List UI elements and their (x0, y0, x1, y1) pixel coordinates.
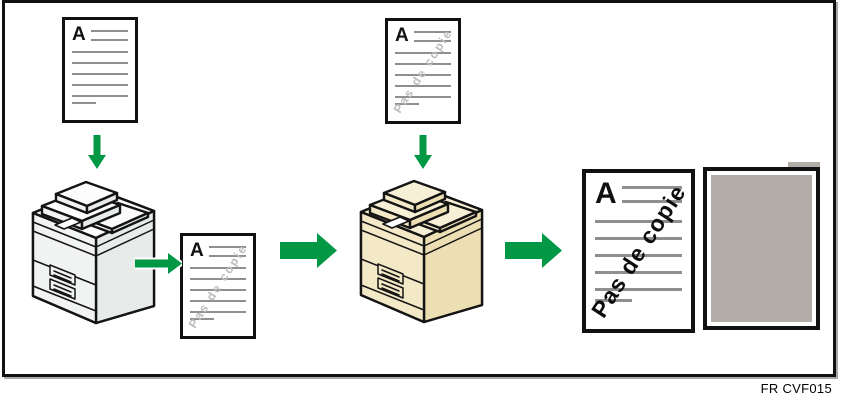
text-line (72, 51, 128, 53)
text-lines (208, 243, 246, 257)
text-line (190, 289, 246, 291)
text-line (395, 103, 419, 105)
document-header: A (595, 177, 682, 210)
arrow-right-icon (135, 251, 182, 276)
arrow-right-icon (280, 233, 337, 268)
text-line (190, 311, 246, 313)
text-line (395, 96, 451, 98)
text-line (395, 63, 451, 65)
text-line (72, 95, 128, 97)
text-line (395, 74, 451, 76)
text-line (190, 300, 246, 302)
document-label: A (72, 24, 86, 45)
text-line (190, 318, 214, 320)
original-document: A (62, 17, 138, 123)
blocked-gray-copy (703, 167, 820, 330)
text-line (595, 299, 632, 302)
text-line (190, 267, 246, 269)
copy-with-faint-watermark: A Pas de copie (180, 233, 256, 339)
text-lines (621, 182, 682, 203)
text-line (595, 288, 682, 291)
text-line (72, 84, 128, 86)
text-line (595, 271, 682, 274)
copier-icon (359, 179, 484, 324)
document-label: A (595, 177, 617, 210)
document-header: A (72, 24, 128, 45)
text-line (595, 220, 682, 223)
text-lines (413, 28, 451, 42)
text-line (595, 254, 682, 257)
gray-fill (711, 175, 812, 322)
marked-original-document: A Pas de copie (385, 18, 461, 124)
text-lines (90, 27, 128, 41)
document-header: A (395, 25, 451, 46)
document-label: A (395, 25, 409, 46)
text-line (72, 102, 96, 104)
text-line (595, 237, 682, 240)
text-line (395, 85, 451, 87)
figure-code: FR CVF015 (760, 381, 832, 396)
arrow-right-icon (505, 233, 562, 268)
copy-with-revealed-watermark: A Pas de copie (582, 169, 695, 333)
text-line (190, 278, 246, 280)
text-line (72, 73, 128, 75)
document-label: A (190, 240, 204, 261)
text-line (72, 62, 128, 64)
arrow-down-icon (88, 135, 106, 169)
document-header: A (190, 240, 246, 261)
text-line (395, 52, 451, 54)
arrow-down-icon (414, 135, 432, 169)
